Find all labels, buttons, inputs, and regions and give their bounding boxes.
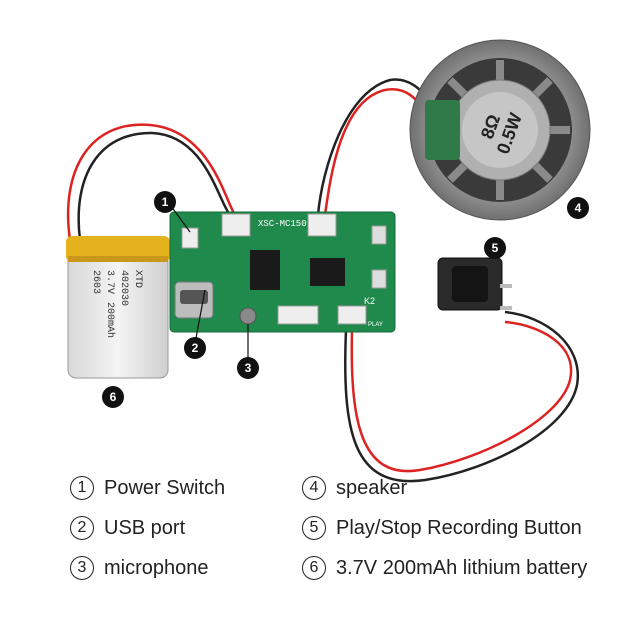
callout-5: 5 bbox=[492, 241, 499, 255]
circuit-board: XSC-MC150 K2 PLAY bbox=[169, 211, 396, 333]
battery-red-wire bbox=[66, 123, 237, 241]
legend-label: speaker bbox=[336, 476, 408, 499]
board-play-label: PLAY bbox=[368, 322, 383, 328]
battery-label-2: 402030 bbox=[118, 270, 129, 306]
wires bbox=[66, 78, 580, 483]
push-button bbox=[437, 257, 512, 311]
callout-4: 4 bbox=[575, 201, 582, 215]
legend-number: 1 bbox=[70, 476, 94, 500]
legend-label: microphone bbox=[104, 556, 209, 579]
battery-label-1: XTD bbox=[132, 270, 143, 288]
ic-chip-small bbox=[310, 258, 345, 286]
callout-badges: 1 2 3 4 5 6 bbox=[102, 191, 589, 408]
legend-label: Power Switch bbox=[104, 476, 226, 499]
callout-1: 1 bbox=[162, 195, 169, 209]
battery-label-5: 2603 bbox=[90, 270, 101, 294]
legend-number: 2 bbox=[70, 516, 94, 540]
board-key-label: K2 bbox=[364, 296, 375, 306]
button-red-wire bbox=[350, 320, 573, 473]
legend-number: 6 bbox=[302, 556, 326, 580]
battery-black-wire bbox=[77, 131, 232, 241]
button-black-wire bbox=[344, 310, 580, 483]
legend-number: 5 bbox=[302, 516, 326, 540]
legend-play-stop-button: 5 Play/Stop Recording Button bbox=[302, 516, 582, 540]
battery-label-3: 3.7V bbox=[104, 270, 115, 294]
legend-number: 3 bbox=[70, 556, 94, 580]
power-switch bbox=[181, 227, 199, 249]
legend-label: USB port bbox=[104, 516, 186, 539]
battery-label-4: 200mAh bbox=[104, 302, 116, 338]
board-model-label: XSC-MC150 bbox=[258, 219, 307, 229]
legend-speaker: 4 speaker bbox=[302, 476, 407, 500]
ic-chip bbox=[250, 250, 280, 290]
legend-label: Play/Stop Recording Button bbox=[336, 516, 582, 539]
callout-6: 6 bbox=[110, 390, 117, 404]
microphone bbox=[239, 307, 257, 325]
speaker: 8Ω 0.5W bbox=[409, 39, 591, 221]
callout-2: 2 bbox=[192, 341, 199, 355]
legend-power-switch: 1 Power Switch bbox=[70, 476, 225, 500]
callout-3: 3 bbox=[245, 361, 252, 375]
legend-usb-port: 2 USB port bbox=[70, 516, 185, 540]
legend-battery: 6 3.7V 200mAh lithium battery bbox=[302, 556, 587, 580]
legend-microphone: 3 microphone bbox=[70, 556, 209, 580]
legend-number: 4 bbox=[302, 476, 326, 500]
lithium-battery: XTD 402030 3.7V 200mAh 2603 bbox=[66, 236, 170, 379]
legend-label: 3.7V 200mAh lithium battery bbox=[336, 556, 588, 579]
